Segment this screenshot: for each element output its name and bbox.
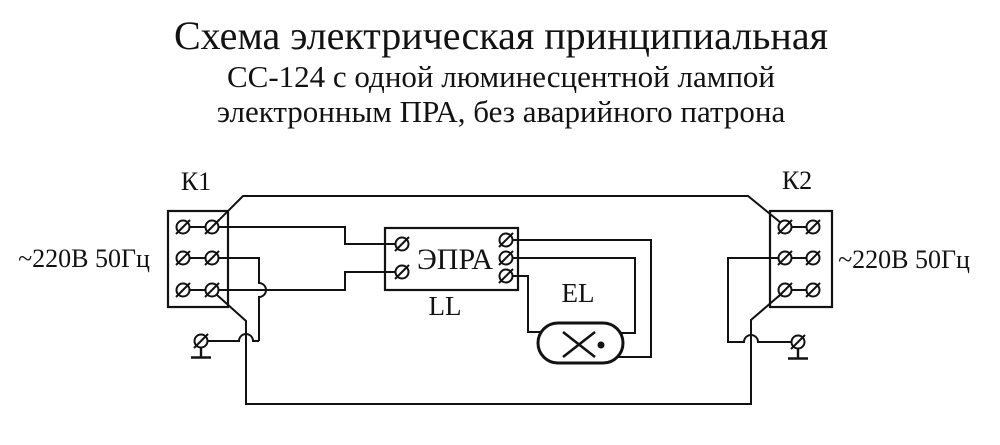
mains-label-right: ~220В 50Гц [838, 245, 970, 274]
k2-label: К2 [782, 166, 812, 195]
wire-ballast3-to-lamp [512, 275, 542, 333]
wire-ballast1-to-lamp [512, 239, 652, 358]
schematic-subtitle-2: электронным ПРА, без аварийного патрона [217, 94, 786, 129]
wire-k1-row2-to-ground [218, 257, 267, 341]
lamp-cross-icon [562, 330, 596, 359]
ballast-epra: ЭПРА LL [383, 226, 520, 321]
wire-ballast2-to-lamp [512, 257, 636, 334]
wire-k1-row3-to-ballast [218, 271, 396, 291]
k2-box [768, 209, 834, 309]
schematic-title: Схема электрическая принципиальная [174, 13, 828, 58]
ballast-box [383, 226, 520, 292]
wire-bottom-link [215, 293, 782, 405]
terminal-block-k2: К2 [768, 166, 834, 309]
mains-label-left: ~220В 50Гц [18, 244, 150, 273]
k1-box [166, 209, 230, 309]
terminal-block-k1: К1 [166, 167, 230, 309]
lamp-dot-icon [597, 341, 605, 349]
wire-k2-row2-to-ground [727, 257, 792, 343]
schematic-subtitle-1: СС-124 с одной люминесцентной лампой [227, 59, 775, 94]
lamp-bulb-icon [536, 321, 625, 365]
wire-top-link [215, 195, 782, 224]
wire-k1-row1-to-ballast [218, 226, 396, 245]
lamp-designator-label: EL [562, 278, 595, 308]
ballast-designator-label: LL [429, 291, 462, 321]
ballast-label: ЭПРА [417, 243, 493, 276]
wires [207, 195, 792, 405]
lamp-el: EL [536, 278, 625, 365]
k1-label: К1 [181, 167, 211, 196]
